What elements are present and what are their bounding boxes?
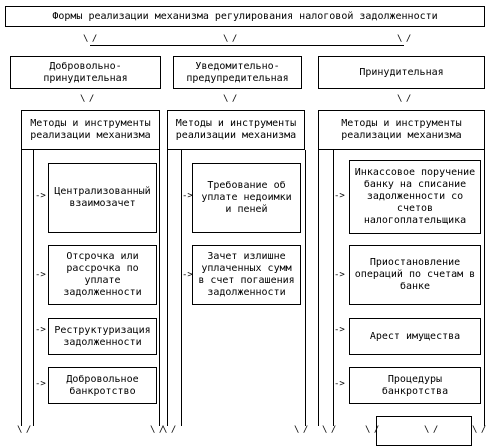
bottom-mark-col3-left: \ / xyxy=(322,425,336,435)
arrow-col3-4: -> xyxy=(334,379,345,389)
arrow-col2-2: -> xyxy=(182,270,193,280)
bottom-mark-col2-right: \ / xyxy=(294,425,308,435)
bottom-mark-col3-mid2: \ / xyxy=(424,425,438,435)
header-coercive: Принудительная xyxy=(318,56,485,89)
connector-mark-title-1: \ / xyxy=(83,34,97,44)
arrow-col1-4: -> xyxy=(35,379,46,389)
item-deferral-installment: Отсрочка или рассрочка по уплате задолже… xyxy=(48,245,157,305)
bottom-mark-col2-left: \ / xyxy=(162,425,176,435)
item-collection-order: Инкассовое поручение банку на списание з… xyxy=(349,160,481,234)
bottom-mark-col3-right: \ / xyxy=(472,425,486,435)
spine-col3 xyxy=(333,150,334,426)
diagram-title: Формы реализации механизма регулирования… xyxy=(5,6,485,27)
item-overpayment-offset: Зачет излишне уплаченных сумм в счет пог… xyxy=(192,245,301,305)
connector-mark-col3: \ / xyxy=(397,94,411,104)
bottom-mark-col3-mid1: \ / xyxy=(365,425,379,435)
bottom-mark-col1-right: \ / xyxy=(150,425,164,435)
methods-box-col1: Методы и инструменты реализации механизм… xyxy=(21,110,160,150)
arrow-col1-2: -> xyxy=(35,270,46,280)
item-centralized-netting: Централизованный взаимозачет xyxy=(48,163,157,233)
arrow-col1-3: -> xyxy=(35,325,46,335)
item-voluntary-bankruptcy: Добровольное банкротство xyxy=(48,367,157,404)
arrow-col3-3: -> xyxy=(334,325,345,335)
header-voluntary-coercive: Добровольно- принудительная xyxy=(10,56,161,89)
arrow-col3-1: -> xyxy=(334,191,345,201)
arrow-col3-2: -> xyxy=(334,270,345,280)
item-restructuring: Реструктуризация задолженности xyxy=(48,318,157,355)
methods-box-col3: Методы и инструменты реализации механизм… xyxy=(318,110,485,150)
methods-box-col2: Методы и инструменты реализации механизм… xyxy=(167,110,305,150)
group-outline-col2 xyxy=(167,150,306,426)
connector-mark-title-3: \ / xyxy=(397,34,411,44)
item-arrears-demand: Требование об уплате недоимки и пеней xyxy=(192,163,301,233)
spine-col1 xyxy=(33,150,34,426)
group-outline-col3 xyxy=(318,150,485,426)
connector-mark-col1: \ / xyxy=(80,94,94,104)
group-outline-col1 xyxy=(21,150,160,426)
header-notification-preventive: Уведомительно- предупредительная xyxy=(173,56,302,89)
bottom-mark-col1-left: \ / xyxy=(17,425,31,435)
connector-mark-title-2: \ / xyxy=(223,34,237,44)
arrow-col2-1: -> xyxy=(182,191,193,201)
arrow-col1-1: -> xyxy=(35,191,46,201)
distribution-line xyxy=(90,45,404,46)
item-account-suspension: Приостановление операций по счетам в бан… xyxy=(349,245,481,305)
spine-col2 xyxy=(181,150,182,426)
connector-mark-col2: \ / xyxy=(223,94,237,104)
item-bankruptcy-procedures: Процедуры банкротства xyxy=(349,367,481,404)
item-property-arrest: Арест имущества xyxy=(349,318,481,355)
